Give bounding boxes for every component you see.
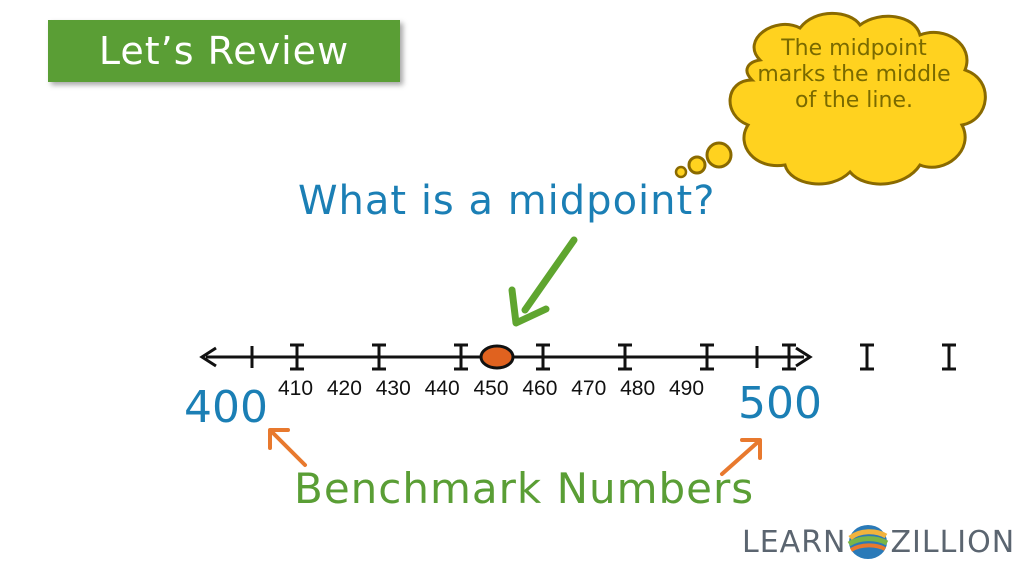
left-arrowhead xyxy=(199,346,217,368)
bubble-dot-large xyxy=(705,141,733,169)
bubble-cloud xyxy=(728,11,987,186)
bubble-dot-medium xyxy=(687,155,707,175)
midpoint-marker xyxy=(479,344,515,370)
midpoint-arrow xyxy=(508,236,578,327)
interval-marks xyxy=(290,343,956,371)
benchmark-caption: Benchmark Numbers xyxy=(294,464,755,513)
thought-bubble xyxy=(674,11,987,186)
benchmark-arrow-left xyxy=(268,428,307,467)
benchmark-right-label: 500 xyxy=(738,378,822,429)
thought-bubble-text: The midpoint marks the middle of the lin… xyxy=(757,36,951,113)
bubble-dot-small xyxy=(674,165,688,179)
logo-zillion-text: ZILLION xyxy=(890,524,1016,560)
logo-learn-text: LEARN xyxy=(742,524,847,560)
logo-swirl-icon xyxy=(848,525,889,559)
learnzillion-logo: LEARN ZILLION xyxy=(742,522,1015,562)
tick-labels: 410 420 430 440 450 460 470 480 490 xyxy=(278,377,705,400)
title-banner: Let’s Review xyxy=(48,20,400,82)
number-line xyxy=(199,343,956,371)
benchmark-arrow-right xyxy=(720,438,762,476)
title-text: Let’s Review xyxy=(98,29,350,73)
benchmark-left-label: 400 xyxy=(184,382,268,433)
question-heading: What is a midpoint? xyxy=(298,178,716,224)
right-arrowhead xyxy=(795,346,813,368)
